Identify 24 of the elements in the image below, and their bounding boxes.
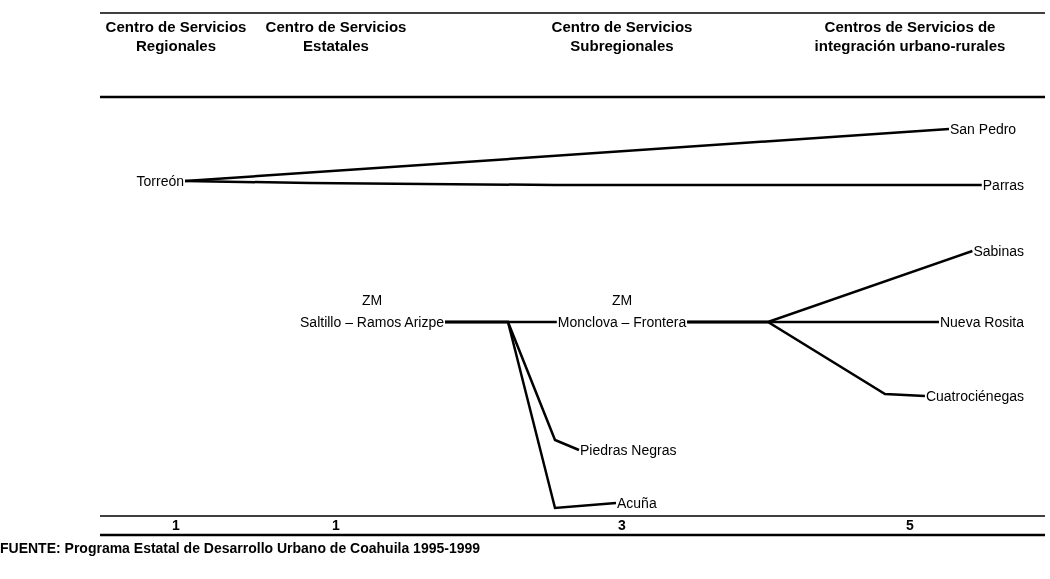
source-caption: FUENTE: Programa Estatal de Desarrollo Urbano de Coahuila 1995-1999 <box>0 539 481 557</box>
place-name: Saltillo – Ramos Arizpe <box>300 313 444 331</box>
place-name: Torreón <box>136 172 184 190</box>
place-name: Nueva Rosita <box>939 313 1024 331</box>
place-name: ZM <box>610 291 634 309</box>
count-value: 3 <box>617 517 627 534</box>
connector-line <box>185 179 982 187</box>
place-name: ZM <box>360 291 384 309</box>
column-header: Centro de Servicios Subregionales <box>550 17 694 55</box>
place-name: Monclova – Frontera <box>557 313 687 331</box>
place-name: San Pedro <box>950 120 1017 138</box>
connector-line <box>445 320 617 510</box>
count-value: 1 <box>171 517 181 534</box>
place-name: Parras <box>982 176 1024 194</box>
place-name: Sabinas <box>973 242 1024 260</box>
place-name: Acuña <box>617 494 657 512</box>
column-header: Centro de Servicios Regionales <box>104 17 248 55</box>
place-name: Piedras Negras <box>580 441 677 459</box>
count-value: 1 <box>331 517 341 534</box>
connector-line <box>687 320 925 398</box>
place-name: Cuatrociénegas <box>925 387 1024 405</box>
column-header: Centro de Servicios Estatales <box>264 17 408 55</box>
count-value: 5 <box>905 517 915 534</box>
column-header: Centros de Servicios de integración urbano-rurales <box>813 17 1007 55</box>
